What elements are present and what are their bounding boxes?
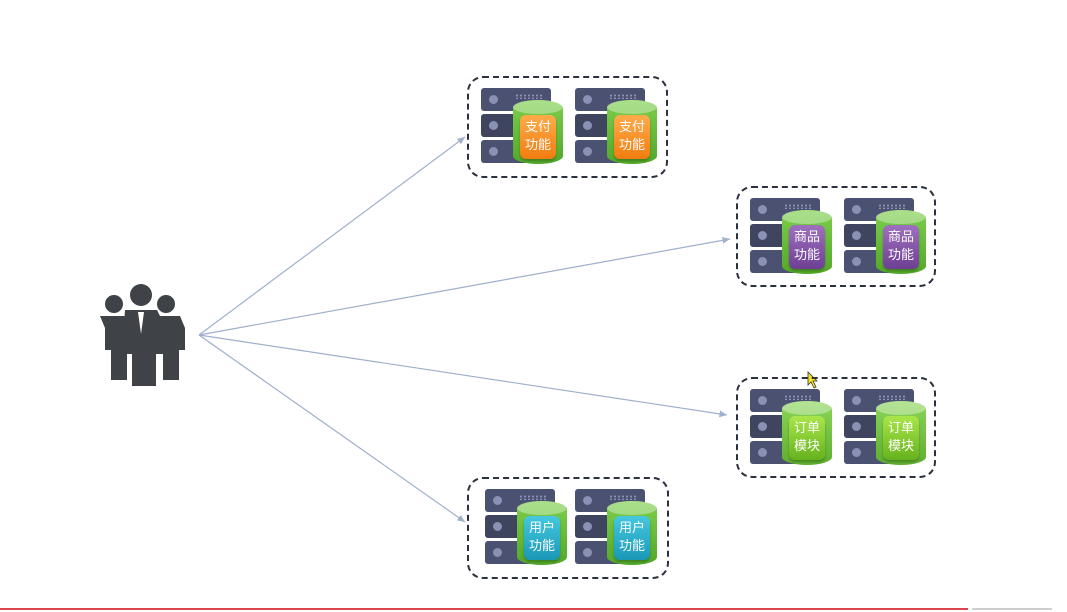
vent-icon: [878, 395, 906, 400]
module-label-line1: 用户: [528, 521, 555, 536]
led-icon: [493, 496, 502, 505]
led-icon: [852, 205, 861, 214]
module-label: 支付功能: [520, 115, 556, 159]
database-icon: 用户功能: [607, 501, 657, 565]
server-icon: 用户功能: [575, 489, 657, 565]
server-icon: 用户功能: [485, 489, 567, 565]
server-group-user: 用户功能用户功能: [467, 477, 669, 579]
module-label-line1: 订单: [793, 421, 820, 436]
users-icon: [100, 284, 185, 386]
module-label-line2: 功能: [524, 138, 551, 153]
led-icon: [489, 147, 498, 156]
database-icon: 支付功能: [607, 100, 657, 164]
module-label: 用户功能: [614, 516, 650, 560]
module-label: 商品功能: [883, 225, 919, 269]
module-label-line2: 功能: [793, 248, 820, 263]
arrow-to-goods: [198, 237, 731, 336]
bottom-progress-line: [972, 608, 1052, 610]
led-icon: [583, 147, 592, 156]
led-icon: [852, 448, 861, 457]
led-icon: [758, 205, 767, 214]
led-icon: [493, 548, 502, 557]
module-label-line1: 订单: [887, 421, 914, 436]
database-icon: 用户功能: [517, 501, 567, 565]
module-label-line2: 模块: [887, 439, 914, 454]
module-label: 订单模块: [883, 416, 919, 460]
led-icon: [493, 522, 502, 531]
arrow-to-order: [198, 334, 728, 418]
led-icon: [583, 95, 592, 104]
led-icon: [758, 448, 767, 457]
database-icon: 商品功能: [876, 210, 926, 274]
server-icon: 商品功能: [844, 198, 926, 274]
server-icon: 支付功能: [481, 88, 563, 164]
led-icon: [758, 231, 767, 240]
server-group-pay: 支付功能支付功能: [467, 76, 668, 178]
led-icon: [852, 422, 861, 431]
led-icon: [583, 522, 592, 531]
led-icon: [489, 121, 498, 130]
module-label-line2: 功能: [528, 539, 555, 554]
led-icon: [489, 95, 498, 104]
led-icon: [583, 121, 592, 130]
arrow-to-pay: [198, 136, 466, 336]
led-icon: [583, 548, 592, 557]
bottom-accent-line: [0, 608, 968, 610]
module-label-line1: 商品: [887, 230, 914, 245]
led-icon: [852, 257, 861, 266]
led-icon: [758, 257, 767, 266]
module-label-line1: 商品: [793, 230, 820, 245]
vent-icon: [609, 495, 637, 500]
module-label-line1: 支付: [618, 120, 645, 135]
server-icon: 商品功能: [750, 198, 832, 274]
vent-icon: [784, 204, 812, 209]
led-icon: [758, 422, 767, 431]
database-icon: 商品功能: [782, 210, 832, 274]
led-icon: [758, 396, 767, 405]
server-icon: 订单模块: [750, 389, 832, 465]
server-group-goods: 商品功能商品功能: [736, 186, 936, 287]
module-label-line1: 支付: [524, 120, 551, 135]
vent-icon: [515, 94, 543, 99]
module-label-line2: 功能: [887, 248, 914, 263]
module-label-line2: 功能: [618, 138, 645, 153]
arrow-to-user: [198, 334, 466, 523]
vent-icon: [784, 395, 812, 400]
led-icon: [852, 396, 861, 405]
led-icon: [852, 231, 861, 240]
module-label: 订单模块: [789, 416, 825, 460]
module-label-line2: 功能: [618, 539, 645, 554]
database-icon: 订单模块: [876, 401, 926, 465]
module-label: 用户功能: [524, 516, 560, 560]
led-icon: [583, 496, 592, 505]
module-label: 商品功能: [789, 225, 825, 269]
module-label-line2: 模块: [793, 439, 820, 454]
database-icon: 订单模块: [782, 401, 832, 465]
database-icon: 支付功能: [513, 100, 563, 164]
vent-icon: [609, 94, 637, 99]
server-icon: 订单模块: [844, 389, 926, 465]
vent-icon: [519, 495, 547, 500]
module-label: 支付功能: [614, 115, 650, 159]
server-icon: 支付功能: [575, 88, 657, 164]
server-group-order: 订单模块订单模块: [736, 377, 936, 478]
module-label-line1: 用户: [618, 521, 645, 536]
cursor-icon: [807, 371, 818, 389]
vent-icon: [878, 204, 906, 209]
